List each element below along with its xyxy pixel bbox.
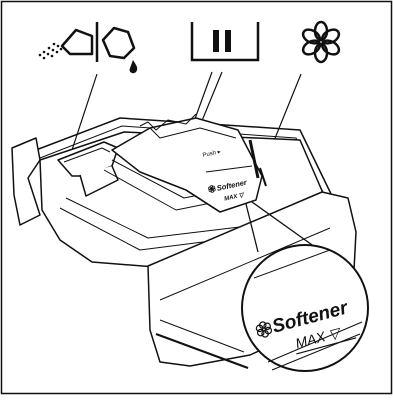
prewash-symbol-icon <box>39 22 138 73</box>
main-wash-symbol-icon <box>192 22 258 60</box>
prewash-pointer <box>72 74 97 150</box>
softener-flower-icon <box>301 22 342 62</box>
